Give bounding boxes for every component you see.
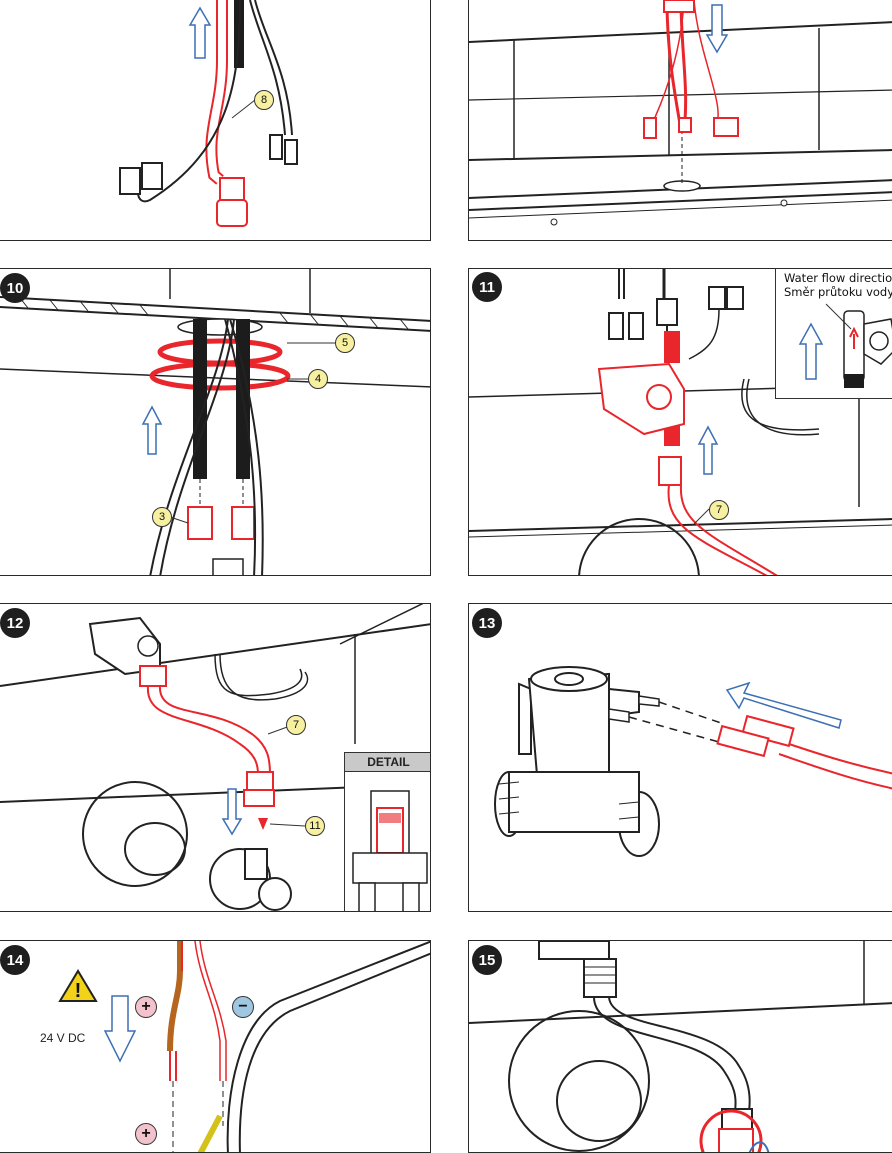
water-flow-inset: Water flow direction Směr průtoku vody [775,269,892,399]
step-14-illustration: ! [58,941,430,1152]
step-14-panel: ! 14 24 V DC + − + − [0,940,431,1153]
connector-a [119,167,141,195]
callout-4: 4 [308,369,328,389]
step-11-panel: 11 7 Water flow direction Směr průtoku v… [468,268,892,576]
callout-3: 3 [152,507,172,527]
flow-arrow-icon [798,322,824,380]
flex-hose-left [193,319,207,479]
detail-label: DETAIL [345,753,430,772]
step-9-panel: 8 [0,0,431,241]
up-arrow-icon [697,425,719,475]
step-9b-panel [468,0,892,241]
positive-polarity-icon: + [135,996,157,1018]
positive-polarity-icon: + [135,1123,157,1145]
ceiling-install-illustration [469,0,892,226]
flow-inset-illustration [798,303,892,388]
step-number-badge: 13 [472,608,502,638]
step-10-panel: 10 5 4 3 [0,268,431,576]
red-nut [219,177,245,203]
callout-7: 7 [709,500,729,520]
connect-arrow-icon [725,681,842,729]
step-10-illustration [0,269,430,575]
connector-right [284,139,298,165]
solenoid-valve [597,362,685,436]
flow-direction-label: Water flow direction [784,271,892,285]
step-number-badge: 11 [472,272,502,302]
detail-illustration [352,790,428,911]
down-arrow-icon [705,4,729,54]
down-flow-arrow-icon [221,788,243,836]
voltage-label: 24 V DC [40,1031,86,1045]
step-number-badge: 10 [0,273,30,303]
step-12-panel: 12 7 11 DETAIL [0,603,431,912]
connector-left [269,134,283,160]
step-number-badge: 12 [0,608,30,638]
step-11-illustration [469,269,892,575]
up-arrow-icon [141,405,163,455]
svg-text:!: ! [75,980,82,1002]
callout-5: 5 [335,333,355,353]
callout-7: 7 [286,715,306,735]
negative-polarity-icon: − [232,996,254,1018]
red-fitting [216,199,248,227]
flow-direction-label-cz: Směr průtoku vody [784,285,892,299]
step-number-badge: 15 [472,945,502,975]
step-15-illustration [469,941,892,1152]
callout-8: 8 [254,90,274,110]
detail-inset: DETAIL [344,752,430,911]
step-12-illustration [0,604,430,911]
up-arrow-icon [188,6,212,59]
callout-11: 11 [305,816,325,836]
step-15-panel: 15 [468,940,892,1153]
down-arrow-icon [103,995,137,1063]
step-13-illustration [494,666,892,857]
connector-b [141,162,163,190]
step-number-badge: 14 [0,945,30,975]
step-13-panel: 13 [468,603,892,912]
step-9-illustration [119,0,298,227]
warning-icon [58,969,98,1002]
